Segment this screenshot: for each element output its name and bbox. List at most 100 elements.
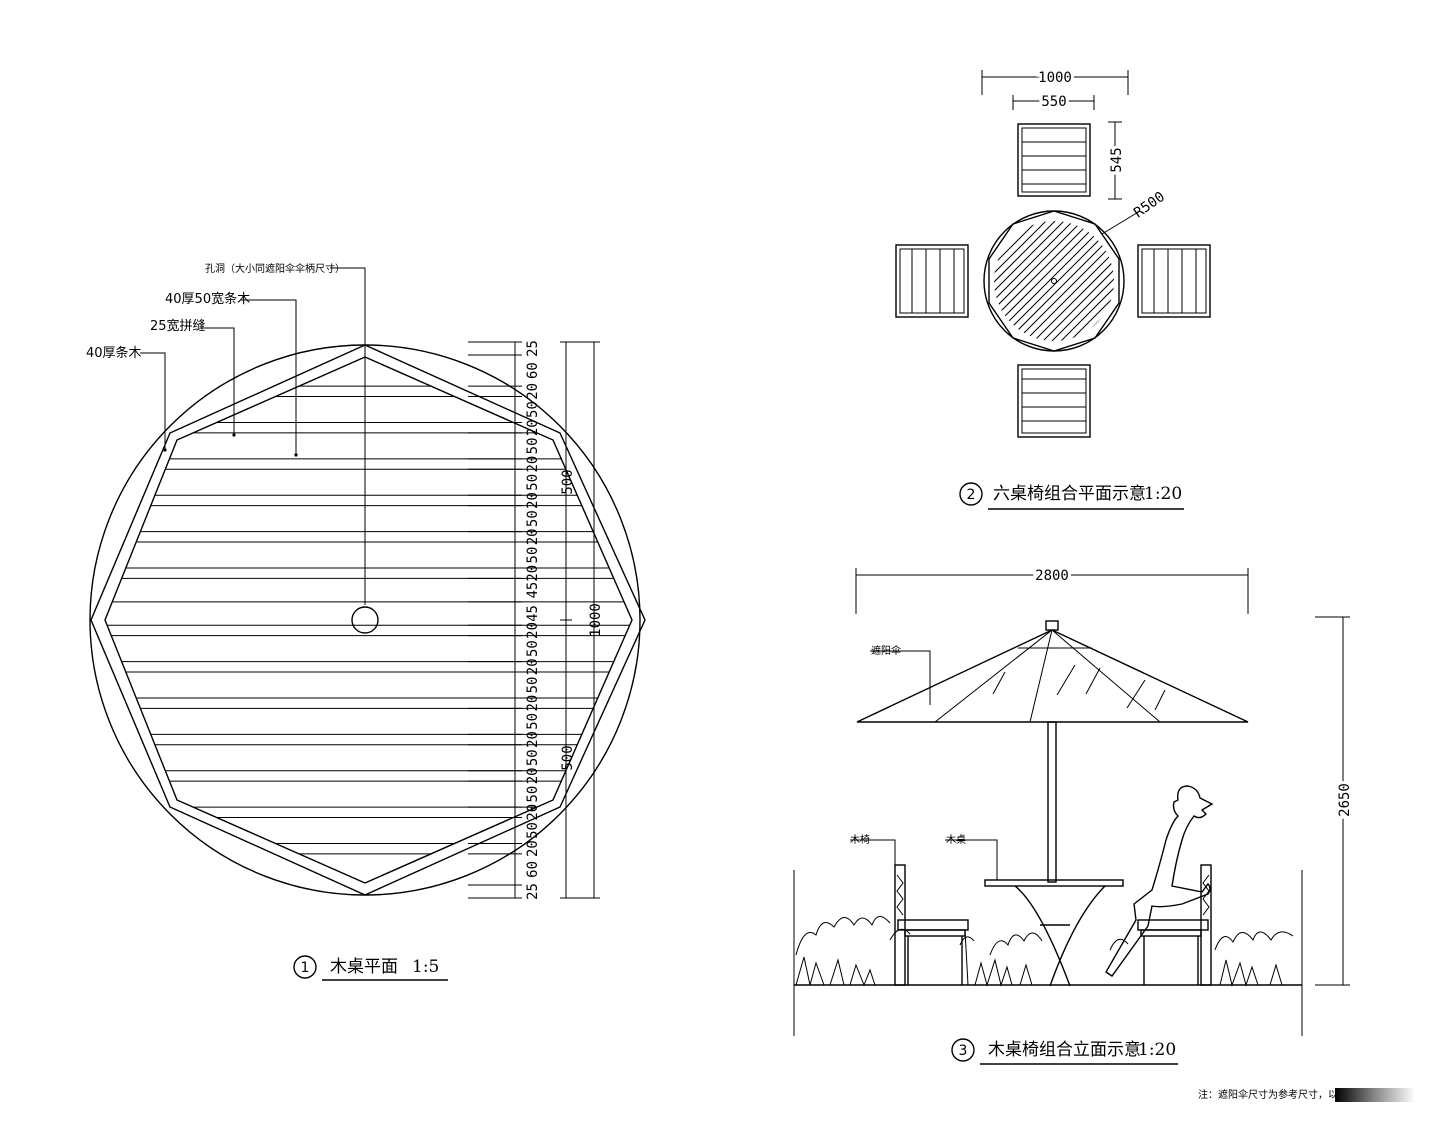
view3-scale: 1:20 [1138, 1040, 1176, 1060]
plank-dimension: 25 [525, 883, 541, 900]
rim-leader [140, 352, 166, 450]
plank-dimension: 50 [525, 547, 541, 564]
shrubs [795, 916, 1294, 987]
small-table-hole [1051, 278, 1057, 284]
umbrella-label: 遮阳伞 [871, 644, 901, 657]
hatch-line [1032, 221, 1114, 341]
table-plan-view: 孔洞（大小同遮阳伞伞柄尺寸） 40厚50宽条木 25宽拼缝 40厚条木 25 60… [86, 262, 646, 981]
dim-half-top: 500 [560, 469, 576, 494]
view1-number-circle [293, 955, 317, 979]
plank-dimension: 20 [525, 804, 541, 821]
hatch-line [1104, 221, 1114, 341]
hatch-line [1113, 221, 1114, 341]
elevation-view: 2800 2650 遮阳伞 [793, 565, 1356, 1065]
elevation-table [984, 879, 1124, 987]
hatch-line [1077, 221, 1114, 341]
hatch-line [994, 221, 1057, 341]
hatch-line [853, 211, 993, 351]
hatch-line [994, 221, 1093, 341]
plank-dimension: 50 [525, 437, 541, 454]
hatch-line [1050, 221, 1114, 341]
hatch-line [1095, 221, 1114, 341]
view2-number-circle [959, 482, 983, 506]
chair-leader [850, 839, 896, 865]
hatch-line [994, 221, 1048, 341]
radius-leader [1101, 210, 1141, 235]
footnote: 注：遮阳伞尺寸为参考尺寸，以厂家 [1198, 1088, 1358, 1101]
plank-dimension: 20 [525, 731, 541, 748]
plank-dimension: 45 [525, 582, 541, 599]
plank-dimension: 60 [525, 362, 541, 379]
hole-label: 孔洞（大小同遮阳伞伞柄尺寸） [205, 262, 345, 275]
plank-dimension: 50 [525, 510, 541, 527]
plank-dimension: 20 [525, 840, 541, 857]
view3-title: 木桌椅组合立面示意 [988, 1040, 1141, 1060]
hatch-line [994, 221, 1075, 341]
hatch-line [1059, 221, 1114, 341]
view2-number: 2 [967, 487, 976, 503]
plank-dimension: 20 [525, 492, 541, 509]
umbrella-hole [351, 606, 379, 634]
dim-total: 1000 [588, 603, 604, 637]
plank-dimension: 50 [525, 677, 541, 694]
plank-dimension: 50 [525, 401, 541, 418]
elevation-chair-right [1137, 864, 1212, 986]
hatch-line [994, 221, 1003, 341]
plank-dimension: 25 [525, 340, 541, 357]
hole-leader [330, 267, 366, 605]
plank-dimension: 20 [525, 622, 541, 639]
hatch-line [994, 221, 1021, 341]
elevation-chair-left [894, 864, 969, 986]
hatch-line [994, 221, 1084, 341]
hatch-line [1023, 221, 1114, 341]
small-table-hatch [853, 211, 1114, 351]
plank-dimension: 20 [525, 767, 541, 784]
dim-side: 545 [1109, 147, 1125, 172]
seated-person [1105, 785, 1214, 977]
plank-dimension-chain: 2560205020502050205020502045452050205020… [468, 340, 541, 900]
table-label: 木桌 [946, 833, 966, 846]
view2-title: 六桌椅组合平面示意 [993, 484, 1146, 504]
view3-number: 3 [959, 1043, 968, 1059]
table-inner-octagon [104, 356, 633, 884]
plank-dimension: 20 [525, 565, 541, 582]
dim-outer: 1000 [1038, 70, 1072, 86]
view1-number: 1 [301, 960, 310, 976]
hatch-line [994, 221, 1012, 341]
plank-dimension: 50 [525, 474, 541, 491]
dim-half-bottom: 500 [560, 745, 576, 770]
plank-dimension: 20 [525, 528, 541, 545]
hatch-line [1005, 221, 1114, 341]
plank-dimension: 20 [525, 456, 541, 473]
plank-dimension: 50 [525, 713, 541, 730]
table-leader [945, 839, 998, 880]
radius-label: R500 [1131, 189, 1168, 221]
hatch-line [994, 221, 1111, 341]
plank-dimension: 20 [525, 419, 541, 436]
hatch-line [1014, 221, 1114, 341]
plank-dimension: 50 [525, 749, 541, 766]
dim-inner: 550 [1041, 94, 1066, 110]
plank-dimension: 50 [525, 640, 541, 657]
plank-dimension: 50 [525, 786, 541, 803]
plank-dimension: 20 [525, 695, 541, 712]
view2-scale: 1:20 [1144, 484, 1182, 504]
rim-label: 40厚条木 [86, 345, 142, 361]
plank-dimension: 50 [525, 822, 541, 839]
small-table-decagon [988, 210, 1120, 352]
gap-label: 25宽拼缝 [150, 318, 206, 334]
dim-height: 2650 [1337, 783, 1353, 817]
group-plan-view: 1000 550 545 [853, 67, 1211, 510]
chair-left [895, 244, 969, 318]
umbrella-leader [870, 650, 931, 705]
hatch-line [1041, 221, 1114, 341]
hatch-line [996, 221, 1114, 341]
umbrella [856, 620, 1249, 883]
gap-leader [200, 327, 235, 435]
view3-number-circle [951, 1038, 975, 1062]
table-outer-octagon [90, 344, 646, 896]
note-fade [1335, 1088, 1415, 1102]
chair-top [1017, 123, 1091, 197]
strip-label: 40厚50宽条木 [165, 291, 250, 307]
